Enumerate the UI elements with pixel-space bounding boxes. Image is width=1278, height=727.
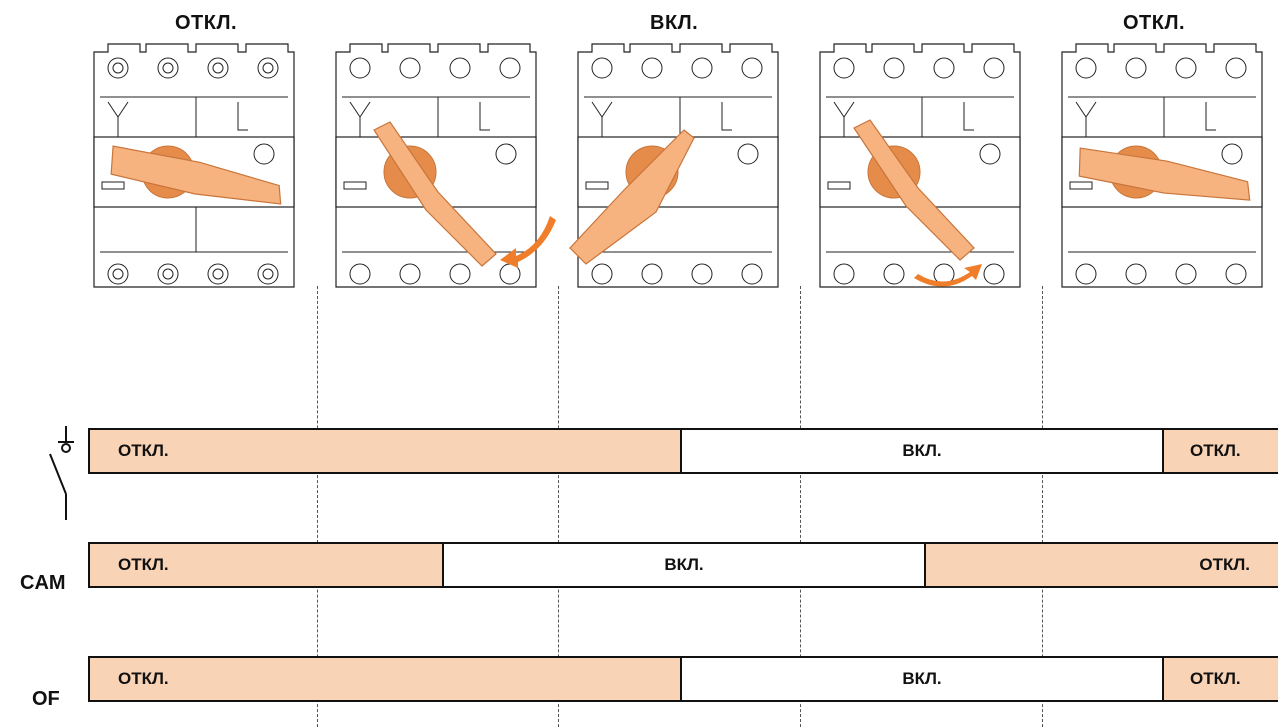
timeline-row-of: ОТКЛ. ВКЛ. ОТКЛ. [88,656,1278,702]
segment-off: ОТКЛ. [1162,430,1278,472]
segment-off: ОТКЛ. [1162,658,1278,700]
guide-line-1 [317,286,318,727]
segment-off: ОТКЛ. [90,544,442,586]
breaker-body [335,43,537,288]
handle-tripping [853,119,975,261]
trip-arrow-icon [914,264,982,287]
rotate-arrow-icon [500,216,556,268]
breaker-position-1 [93,43,295,288]
switch-symbol-icon [49,426,74,520]
breaker-position-2 [335,43,556,288]
segment-label: ВКЛ. [902,669,942,688]
segment-on: ВКЛ. [680,658,1162,700]
state-title-off-right: ОТКЛ. [1123,12,1186,34]
row-label-of: OF [32,688,60,710]
segment-label: ОТКЛ. [1199,555,1250,574]
handle-off [1078,145,1251,201]
segment-off: ОТКЛ. [924,544,1278,586]
guide-line-2 [558,286,559,727]
timeline-row-cam: ОТКЛ. ВКЛ. ОТКЛ. [88,542,1278,588]
segment-label: ОТКЛ. [118,441,169,460]
row-label-cam: CAM [20,572,66,594]
breaker-body [819,43,1021,288]
handle-on [569,129,695,265]
state-title-on: ВКЛ. [650,12,699,34]
segment-label: ОТКЛ. [1190,669,1241,688]
handle-turning [373,121,497,267]
breaker-position-3 [569,43,779,288]
segment-label: ОТКЛ. [118,669,169,688]
breaker-position-5 [1061,43,1263,288]
state-title-off-left: ОТКЛ. [175,12,238,34]
breaker-position-4 [819,43,1021,288]
guide-line-3 [800,286,801,727]
segment-label: ВКЛ. [902,441,942,460]
segment-label: ВКЛ. [664,555,704,574]
timeline-row-main: ОТКЛ. ВКЛ. ОТКЛ. [88,428,1278,474]
segment-off: ОТКЛ. [90,430,680,472]
segment-label: ОТКЛ. [118,555,169,574]
segment-off: ОТКЛ. [90,658,680,700]
segment-on: ВКЛ. [442,544,924,586]
segment-on: ВКЛ. [680,430,1162,472]
handle-off [110,145,282,205]
segment-label: ОТКЛ. [1190,441,1241,460]
guide-line-4 [1042,286,1043,727]
